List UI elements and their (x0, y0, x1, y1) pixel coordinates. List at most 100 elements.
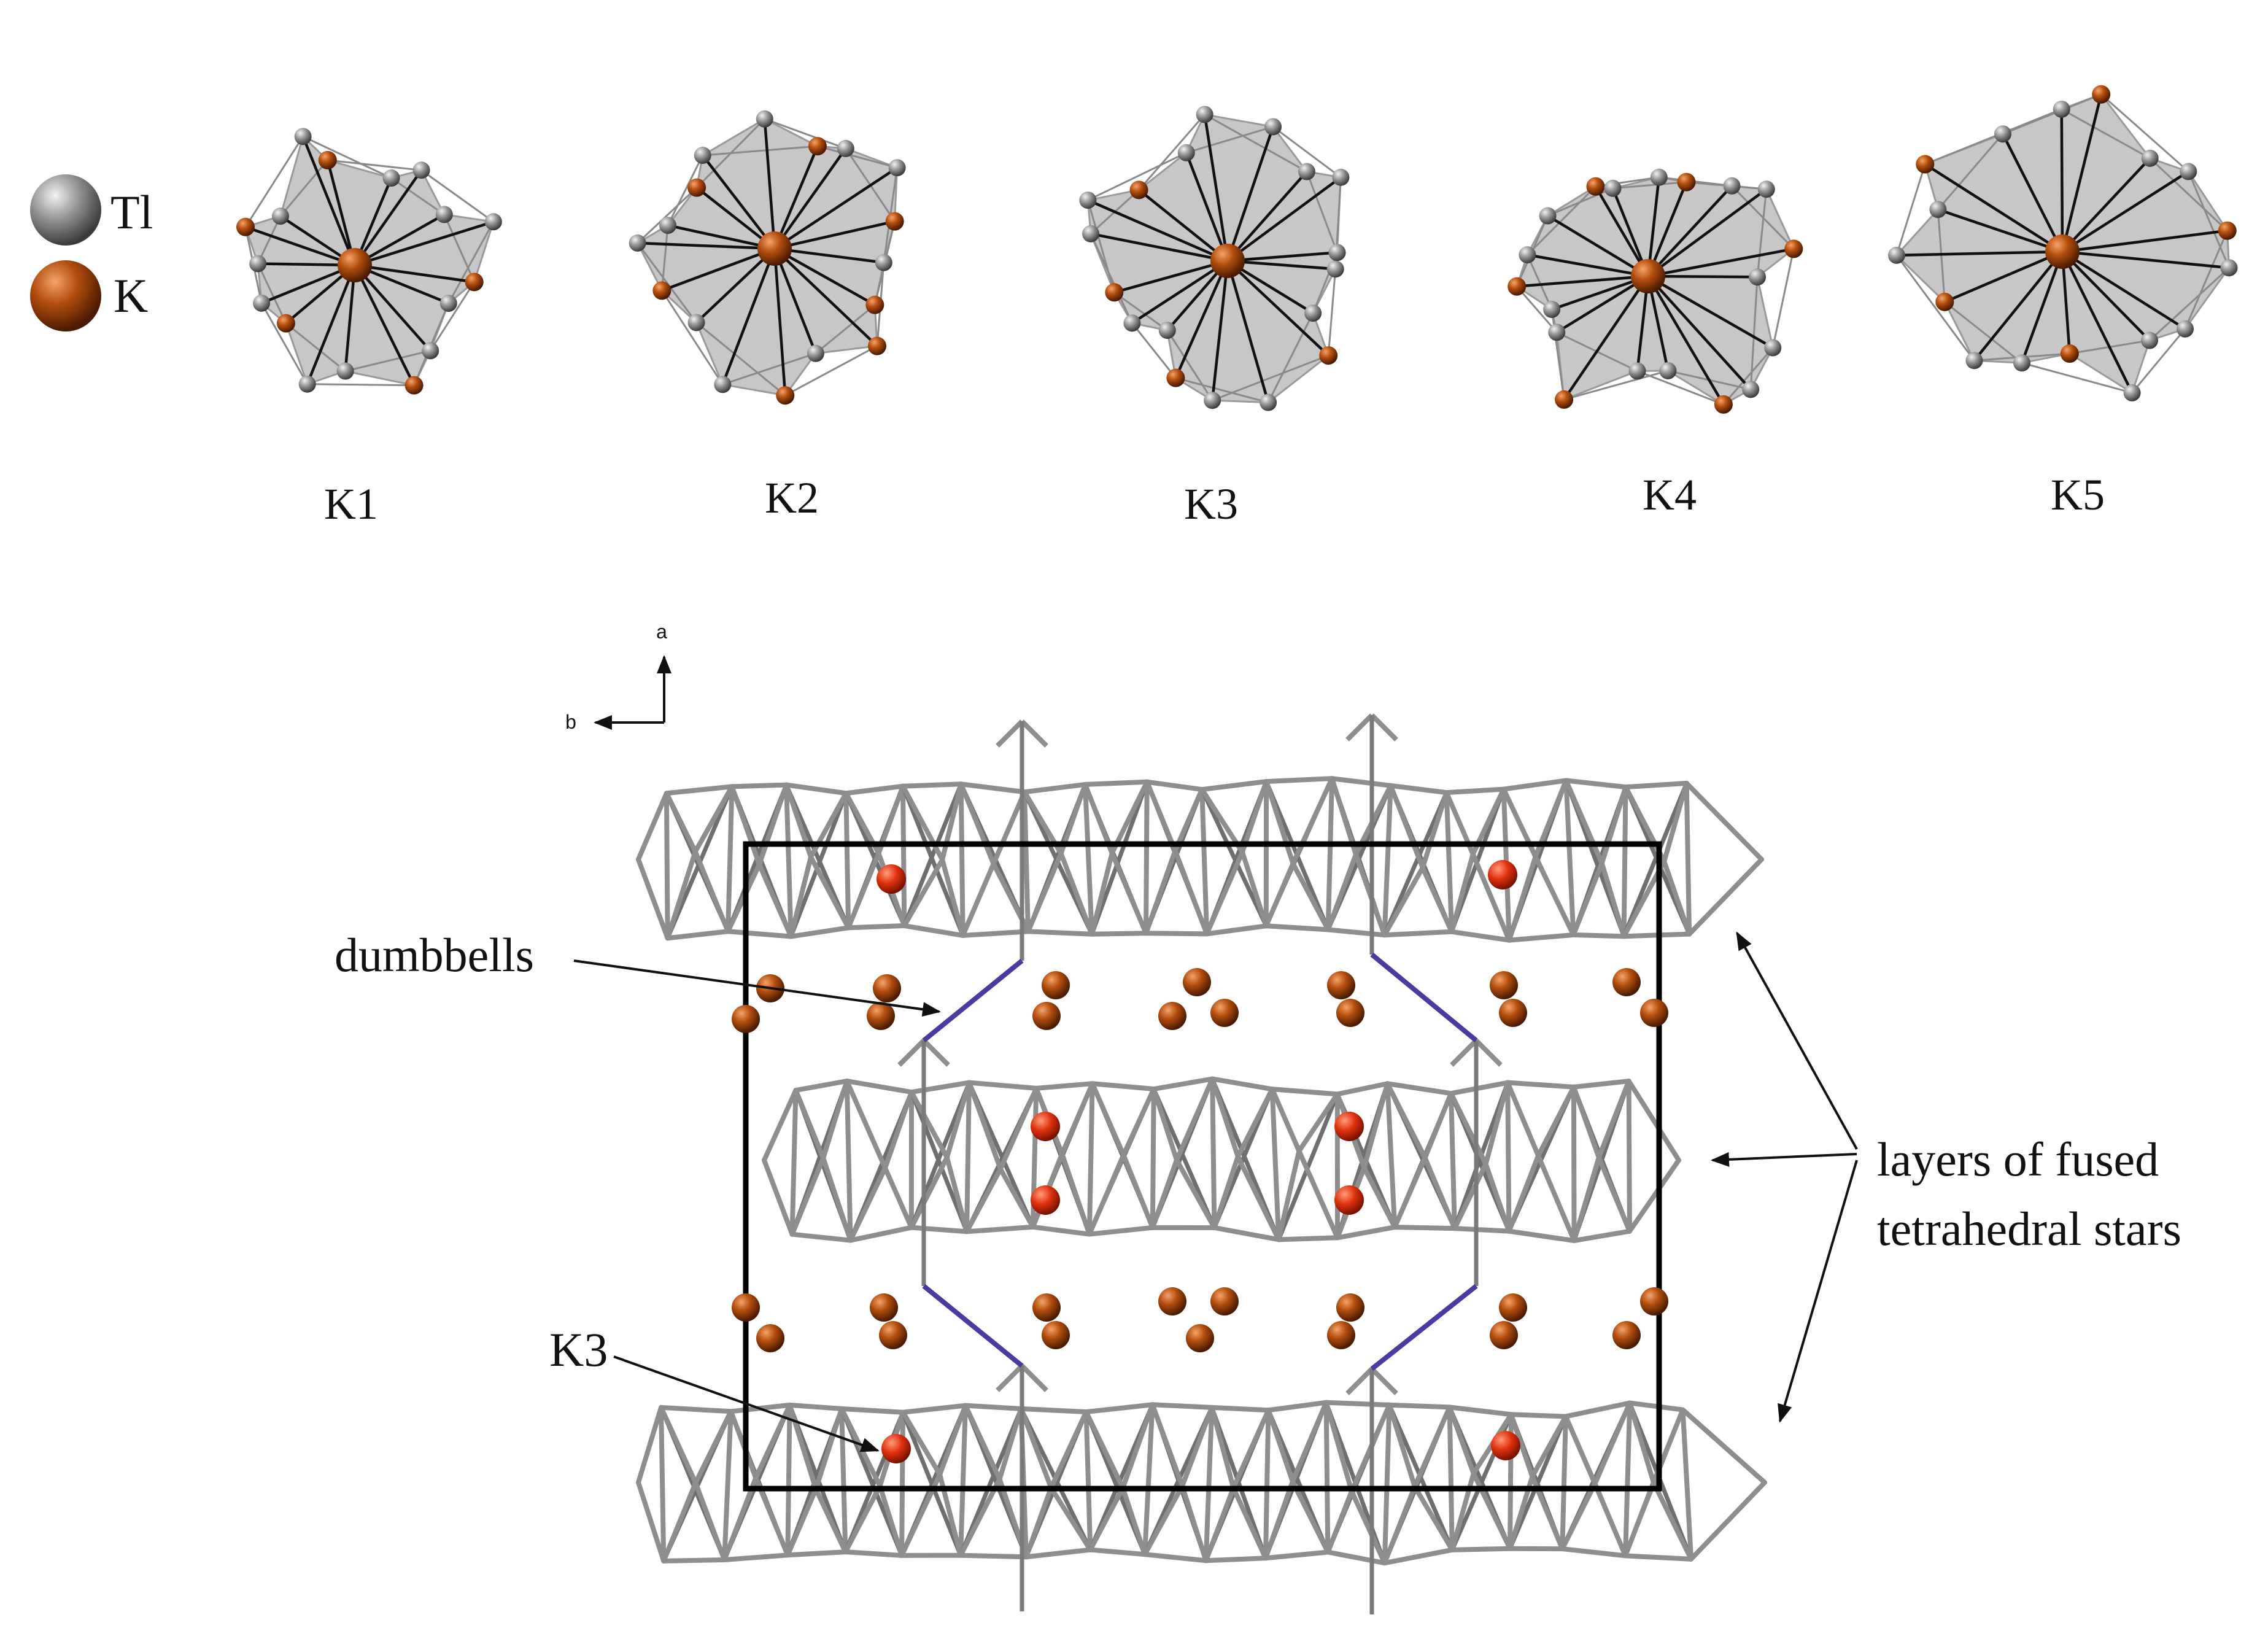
polyhedron-edge (815, 304, 876, 354)
framework-bond (789, 1088, 799, 1237)
framework-bond (839, 1406, 848, 1555)
framework-bond (1144, 931, 1210, 937)
framework-bond (1235, 1154, 1282, 1242)
framework-bond (1448, 1080, 1511, 1096)
k-vertex-atom (1507, 277, 1527, 296)
framework-bond (1412, 1405, 1452, 1489)
legend-k-atom (30, 260, 101, 331)
framework-bond (1596, 1155, 1632, 1234)
polyhedron-edge (1138, 114, 1206, 191)
framework-bond (1563, 778, 1576, 937)
coordination-bond (773, 166, 898, 250)
k-vertex-atom (276, 314, 295, 333)
polyhedron-edge (327, 159, 422, 171)
framework-bond (1349, 1489, 1387, 1566)
framework-bond (1089, 850, 1115, 937)
framework-bond (693, 1480, 727, 1562)
polyhedron-edge (390, 177, 445, 215)
framework-bond (1263, 861, 1296, 929)
framework-bond (1025, 929, 1094, 937)
k3-atom (1488, 860, 1517, 889)
framework-bond (839, 1406, 906, 1415)
framework-bond (661, 1480, 699, 1563)
framework-bond (1345, 1367, 1374, 1395)
polyhedron-edge (1722, 347, 1774, 405)
k-atom (1032, 1002, 1061, 1030)
tl-vertex-atom (694, 147, 711, 165)
coordination-bond (1647, 188, 1768, 277)
framework-bond (789, 791, 848, 939)
tl-vertex-atom (1749, 268, 1767, 286)
tl-vertex-atom (2141, 149, 2159, 167)
tl-vertex-atom (1965, 352, 1983, 370)
k-atoms (732, 860, 1668, 1463)
framework-bond (1560, 1546, 1628, 1559)
framework-bond (1263, 1549, 1331, 1561)
coordination-bond (2061, 94, 2103, 252)
framework-bond (1290, 861, 1331, 932)
framework-bond (787, 1402, 819, 1492)
coordination-bond (773, 145, 819, 249)
k-vertex-atom (1129, 180, 1148, 200)
tl-vertex-atom (1628, 362, 1646, 380)
polyhedron-edge (303, 135, 392, 179)
tl-vertex-atom (249, 255, 267, 273)
tl-vertex-atom (2177, 320, 2194, 338)
framework-bond (636, 857, 670, 941)
k-atom (1612, 1321, 1641, 1349)
k-vertex-atom (236, 217, 255, 236)
polyhedron-edge (2149, 267, 2230, 341)
framework-bond (1452, 1161, 1488, 1231)
framework-bond (659, 1405, 699, 1486)
framework-bond (839, 1406, 883, 1489)
framework-bond (1626, 1079, 1632, 1234)
polyhedron-edge (2184, 230, 2229, 330)
framework-bond (922, 1039, 950, 1067)
coordination-bond (1517, 274, 1649, 288)
polyhedron-edge (1306, 171, 1338, 253)
tl-vertex-atom (1548, 324, 1566, 341)
framework-bond (1048, 1485, 1093, 1552)
framework-bond (1508, 1412, 1568, 1419)
coordination-bond (344, 265, 357, 371)
framework-bond (1623, 1553, 1694, 1562)
framework-bond (1144, 779, 1178, 853)
framework-bond (902, 781, 964, 928)
k-vertex-atom (1714, 395, 1733, 414)
framework-bond (958, 1552, 1029, 1560)
coordination-bond (773, 248, 787, 396)
framework-bond (962, 1403, 1002, 1482)
framework-bond (1447, 1405, 1514, 1417)
framework-bond (843, 783, 906, 796)
framework-bond (1385, 1081, 1398, 1230)
coordination-bond (1227, 259, 1336, 271)
framework-bond (877, 1483, 905, 1558)
framework-bond (1144, 848, 1178, 936)
framework-bond (1412, 1484, 1455, 1552)
polyhedron-edge (695, 322, 786, 397)
polyhedron-edge (1175, 377, 1269, 404)
framework-bond (722, 1552, 791, 1562)
k3-atom (881, 1434, 911, 1463)
polyhedron-edge (667, 155, 704, 226)
framework-bond (1621, 785, 1628, 939)
k-atom (1336, 999, 1364, 1027)
tl-vertex-atom (1887, 246, 1905, 264)
coordination-bond (1647, 275, 1774, 349)
k-atom (1640, 1287, 1668, 1315)
framework-bond (1387, 1402, 1417, 1489)
k-atom (1042, 971, 1070, 999)
framework-bond (788, 925, 851, 939)
tl-vertex-atom (807, 344, 824, 362)
k-atom (732, 1293, 760, 1322)
framework-bond (784, 782, 849, 796)
framework-bond (908, 1225, 970, 1234)
polyhedron-label-k3: K3 (1184, 479, 1238, 529)
framework-bond (1089, 931, 1149, 937)
framework-bond (1083, 1402, 1155, 1415)
k-atom (1032, 1293, 1061, 1322)
k-atom (1640, 999, 1668, 1027)
framework-bond (636, 1480, 667, 1563)
framework-bond (1199, 787, 1269, 928)
framework-bond (962, 1403, 1024, 1411)
